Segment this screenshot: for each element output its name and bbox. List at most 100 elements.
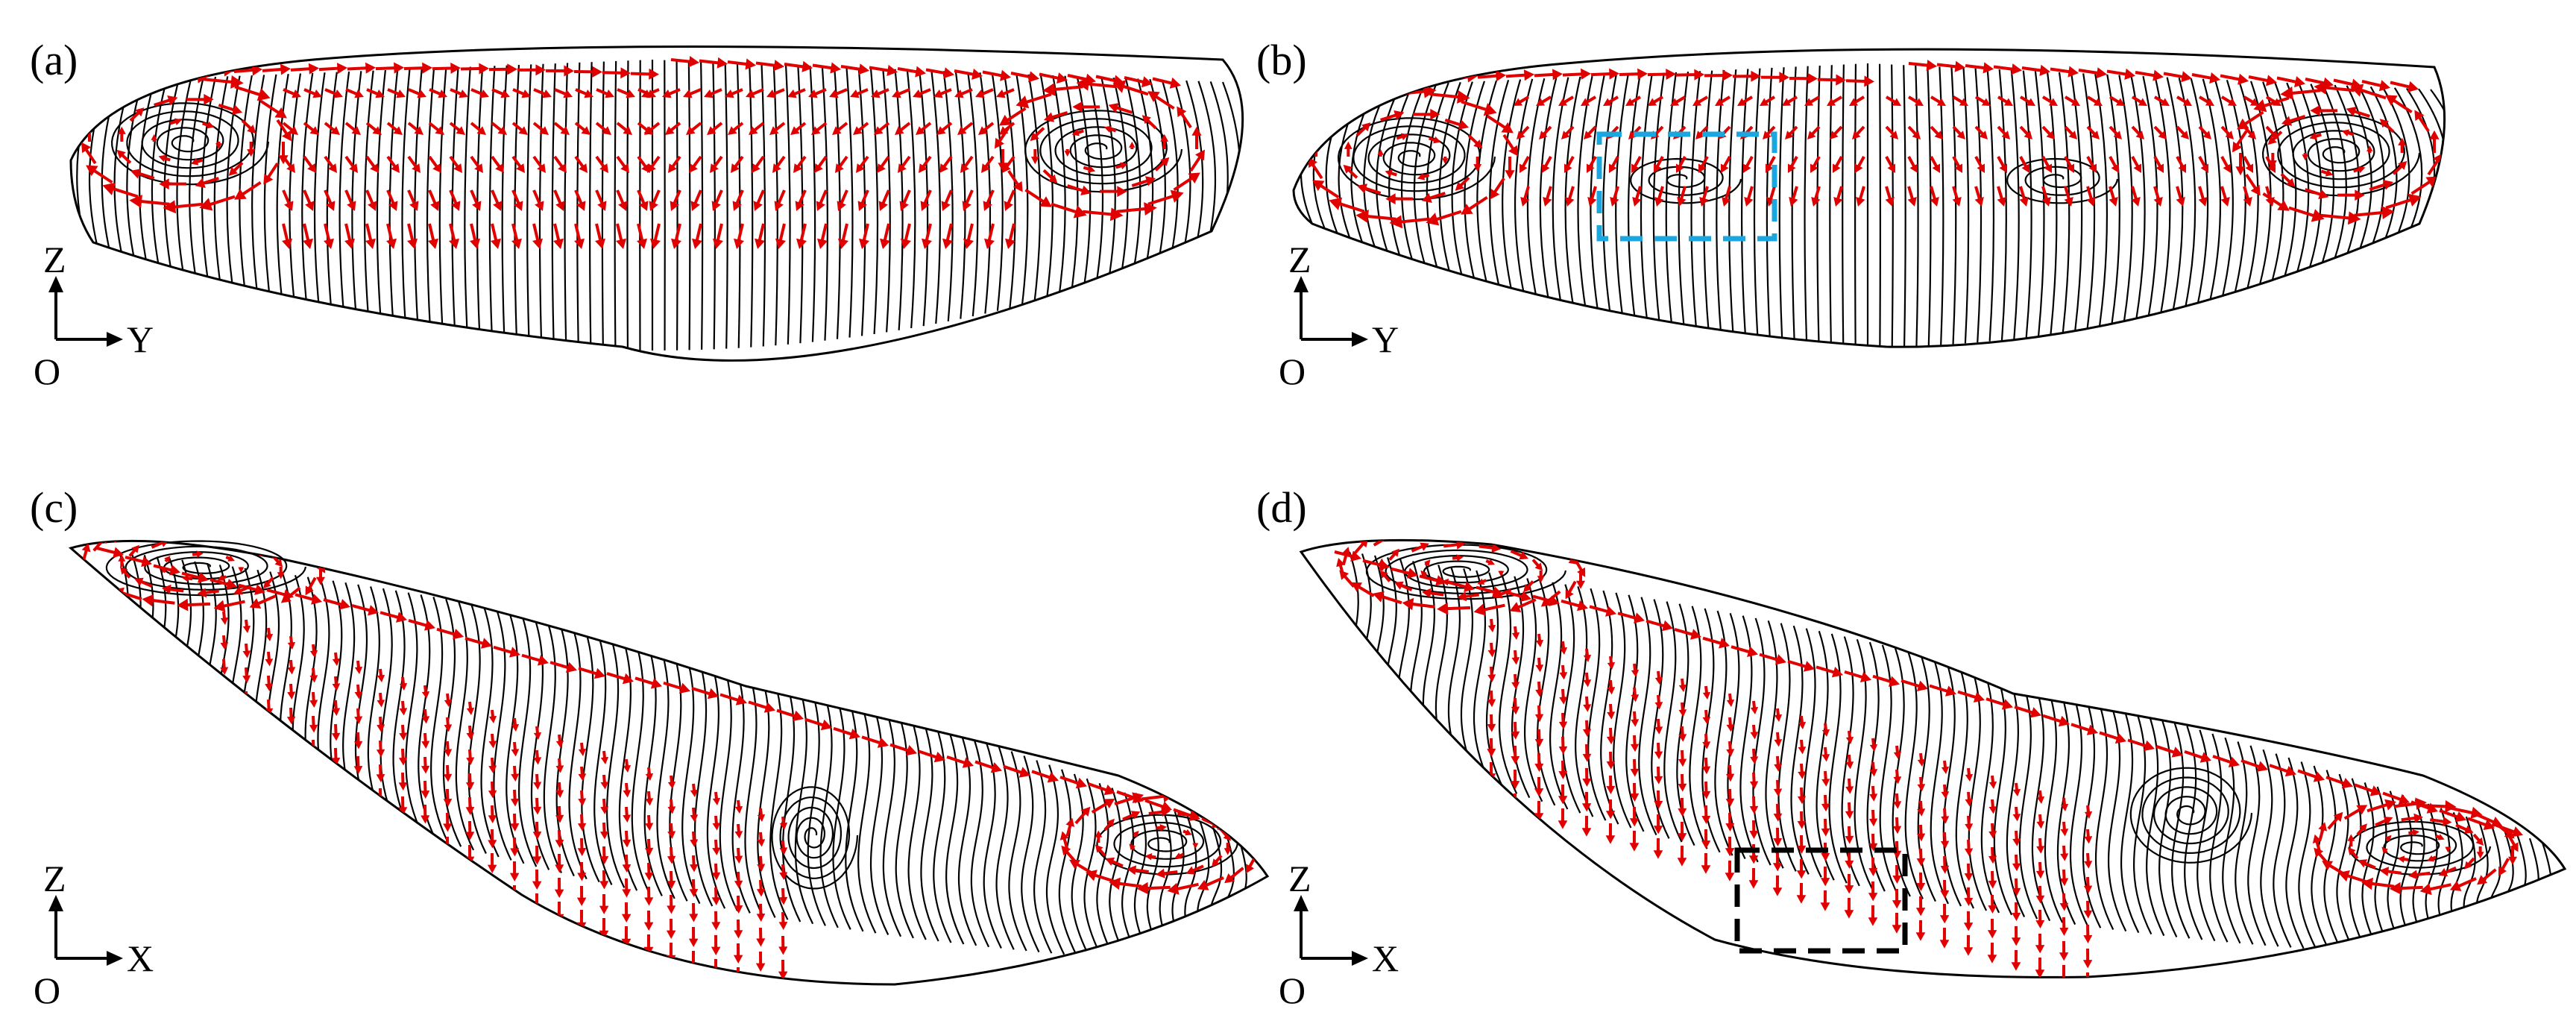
velocity-vector — [1845, 754, 1854, 770]
velocity-vector — [1821, 818, 1830, 837]
velocity-vector — [2455, 823, 2474, 834]
velocity-vector — [265, 675, 274, 691]
velocity-vector — [1607, 703, 1616, 720]
velocity-vector — [2059, 964, 2069, 978]
velocity-vector — [734, 799, 743, 814]
velocity-vector — [1917, 752, 1926, 767]
velocity-vector — [2176, 125, 2189, 139]
velocity-vector — [286, 707, 296, 725]
velocity-vector — [398, 772, 408, 791]
velocity-vector — [575, 88, 593, 98]
streamline — [857, 700, 877, 934]
velocity-vector — [1810, 156, 1821, 173]
velocity-vector — [666, 942, 676, 964]
velocity-vector — [1619, 68, 1648, 80]
streamline — [101, 80, 119, 253]
velocity-vector — [449, 155, 462, 173]
velocity-vector — [366, 88, 385, 98]
velocity-vector — [1587, 156, 1597, 173]
panel-c-origin: O — [34, 969, 60, 1011]
velocity-vector — [779, 840, 788, 855]
velocity-vector — [2042, 714, 2070, 727]
velocity-vector — [898, 155, 911, 173]
velocity-vector — [1312, 180, 1340, 199]
velocity-vector — [2106, 68, 2135, 80]
streamline — [239, 75, 253, 296]
streamline — [1816, 65, 1821, 346]
velocity-vector — [690, 807, 699, 823]
velocity-vector — [1467, 134, 1483, 149]
velocity-vector — [347, 62, 376, 74]
streamline — [626, 60, 629, 351]
streamline — [1998, 69, 2007, 341]
velocity-vector — [1653, 814, 1663, 835]
velocity-vector — [353, 851, 363, 874]
streamline — [1161, 79, 1179, 262]
streamline — [2118, 75, 2133, 324]
velocity-vector — [511, 741, 520, 757]
velocity-vector — [1558, 760, 1568, 779]
velocity-vector — [1617, 612, 1645, 623]
velocity-vector — [1654, 156, 1664, 173]
streamline — [1294, 89, 1306, 228]
vortex-spiral — [2129, 767, 2253, 864]
velocity-vector — [1564, 156, 1575, 173]
velocity-vector — [428, 189, 440, 211]
velocity-vector — [403, 62, 432, 74]
streamline — [942, 71, 954, 321]
velocity-vector — [756, 927, 766, 947]
velocity-vector — [755, 999, 765, 1012]
velocity-vector — [578, 766, 587, 782]
velocity-vector — [1003, 764, 1030, 778]
velocity-vector — [1749, 796, 1759, 814]
velocity-vector — [521, 653, 549, 666]
velocity-vector — [2333, 78, 2362, 90]
streamline — [292, 574, 311, 803]
velocity-vector — [354, 708, 363, 724]
streamline — [229, 566, 248, 783]
streamline — [784, 64, 791, 345]
velocity-vector — [1443, 540, 1466, 550]
velocity-vector — [249, 594, 277, 609]
streamline — [1021, 755, 1040, 953]
velocity-vector — [376, 764, 385, 782]
streamline — [1663, 601, 1683, 843]
vortex-spiral — [105, 540, 307, 597]
velocity-vector — [1192, 843, 1199, 849]
velocity-vector — [1963, 934, 1974, 956]
velocity-vector — [2083, 900, 2093, 919]
velocity-vector — [2408, 870, 2431, 880]
velocity-vector — [2392, 160, 2407, 175]
streamline — [700, 61, 704, 350]
vortex-spiral — [110, 102, 270, 186]
streamline — [1816, 630, 1835, 881]
velocity-vector — [779, 816, 788, 830]
streamline — [1577, 75, 1593, 318]
velocity-vector — [2153, 156, 2164, 173]
streamline — [304, 576, 324, 807]
velocity-vector — [1702, 733, 1711, 749]
streamline — [809, 66, 816, 342]
streamline — [392, 590, 412, 833]
velocity-vector — [1030, 127, 1045, 142]
velocity-vector — [861, 735, 889, 748]
vortex-spiral — [2261, 113, 2421, 197]
velocity-vector — [533, 88, 552, 98]
velocity-vector — [290, 63, 319, 75]
velocity-vector — [1797, 835, 1807, 854]
velocity-vector — [1583, 672, 1592, 688]
velocity-vector — [1385, 193, 1413, 205]
streamline — [1136, 78, 1154, 270]
streamline — [2418, 88, 2445, 233]
streamline — [1753, 68, 1761, 343]
velocity-vector — [1385, 169, 1397, 177]
velocity-vector — [510, 837, 520, 857]
velocity-vector — [1817, 74, 1846, 86]
velocity-vector — [91, 578, 115, 594]
velocity-vector — [2012, 854, 2021, 872]
velocity-vector — [954, 69, 983, 80]
velocity-vector — [1820, 866, 1830, 887]
velocity-vector — [2131, 125, 2144, 139]
velocity-vector — [857, 189, 869, 211]
velocity-vector — [1900, 679, 1928, 691]
